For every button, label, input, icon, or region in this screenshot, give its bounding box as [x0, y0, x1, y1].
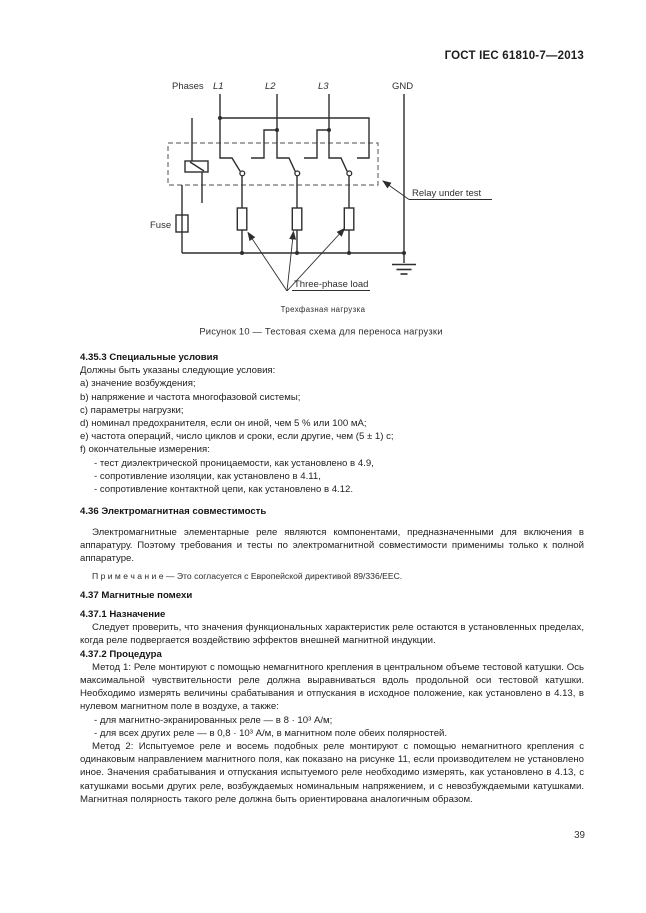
subsection-title: 4.37.2 Процедура: [80, 648, 162, 660]
sub-list-item: - для магнитно-экранированных реле — в 8…: [94, 714, 333, 726]
callout-arrow: [286, 227, 346, 292]
circuit-wires: [181, 94, 405, 263]
callout-arrow: [286, 230, 297, 292]
wire-l1-rail: [220, 117, 370, 159]
three-phase-load-callout: Three-phase load: [247, 227, 370, 292]
wire-l3: [328, 94, 348, 172]
sub-list-item: - для всех других реле — в 0,8 · 10³ А/м…: [94, 727, 448, 739]
figure-caption: Рисунок 10 — Тестовая схема для переноса…: [199, 326, 442, 337]
wire-l2: [276, 94, 296, 172]
section-4-36: 4.36 Электромагнитная совместимость Элек…: [80, 505, 584, 582]
standard-number-header: ГОСТ IEC 61810-7—2013: [444, 50, 584, 62]
paragraph: Метод 1: Реле монтируют с помощью немагн…: [80, 661, 584, 713]
load-resistor: [291, 207, 303, 231]
section-title: 4.35.3 Специальные условия: [80, 352, 219, 363]
section-intro: Должны быть указаны следующие условия:: [80, 365, 276, 377]
fuse-box: [175, 214, 189, 233]
contact-pivot-icon: [239, 170, 246, 177]
phases-label: Phases: [172, 81, 204, 92]
paragraph: Электромагнитные элементарные реле являю…: [80, 526, 584, 565]
figure-10-test-circuit-diagram: Phases L1 L2 L3 GND: [150, 81, 492, 337]
list-item: d) номинал предохранителя, если он иной,…: [80, 418, 367, 430]
sub-list-item: - тест диэлектрической проницаемости, ка…: [94, 457, 374, 469]
wire-l1: [219, 94, 241, 172]
fuse-label: Fuse: [150, 220, 171, 231]
junction-dots: [218, 116, 406, 255]
sub-list-item: - сопротивление изоляции, как установлен…: [94, 470, 321, 482]
contact-pivot-icon: [294, 170, 301, 177]
l1-label: L1: [213, 81, 224, 92]
relay-under-test-label: Relay under test: [412, 188, 482, 199]
load-resistors: [236, 207, 355, 231]
phase-labels: Phases L1 L2 L3 GND: [172, 81, 413, 92]
list-item: f) окончательные измерения:: [80, 444, 210, 456]
three-phase-load-label: Three-phase load: [294, 279, 368, 290]
junction-dot: [402, 251, 406, 255]
sub-list-item: - сопротивление контактной цепи, как уст…: [94, 484, 354, 496]
paragraph: Метод 2: Испытуемое реле и восемь подобн…: [80, 741, 584, 805]
coil-diagonal: [189, 161, 205, 172]
list-item: a) значение возбуждения;: [80, 378, 196, 390]
list-item: e) частота операций, число циклов и срок…: [80, 431, 394, 443]
fuse-symbol: Fuse: [150, 214, 189, 233]
junction-dot: [327, 128, 331, 132]
callout-arrow: [382, 180, 410, 200]
wire-l2-staple: [251, 129, 277, 159]
gnd-label: GND: [392, 81, 413, 92]
relay-under-test-callout: Relay under test: [382, 180, 492, 200]
paragraph: Следует проверить, что значения функцион…: [80, 622, 584, 647]
note-text: П р и м е ч а н и е — Это согласуется с …: [92, 570, 403, 581]
figure-caption-small: Трехфазная нагрузка: [281, 305, 366, 314]
junction-dot: [240, 251, 244, 255]
list-item: b) напряжение и частота многофазовой сис…: [80, 391, 301, 403]
section-title: 4.36 Электромагнитная совместимость: [80, 506, 267, 517]
junction-dot: [295, 251, 299, 255]
ground-icon: [392, 263, 416, 275]
load-resistor: [236, 207, 248, 231]
callout-arrow: [247, 231, 288, 292]
junction-dot: [218, 116, 222, 120]
relay-coil-symbol: [184, 160, 209, 203]
subsection-title: 4.37.1 Назначение: [80, 609, 166, 620]
relay-dashed-box: [167, 142, 379, 186]
load-resistor: [343, 207, 355, 231]
section-title: 4.37 Магнитные помехи: [80, 590, 193, 601]
page-number: 39: [574, 830, 585, 841]
l3-label: L3: [318, 81, 329, 92]
wire-l3-staple: [304, 129, 329, 159]
contact-pivots: [239, 170, 353, 177]
list-item: c) параметры нагрузки;: [80, 404, 184, 416]
l2-label: L2: [265, 81, 276, 92]
section-4-35-3: 4.35.3 Специальные условия Должны быть у…: [80, 351, 584, 496]
junction-dot: [275, 128, 279, 132]
section-4-37: 4.37 Магнитные помехи 4.37.1 Назначение …: [80, 589, 584, 806]
junction-dot: [347, 251, 351, 255]
contact-pivot-icon: [346, 170, 353, 177]
